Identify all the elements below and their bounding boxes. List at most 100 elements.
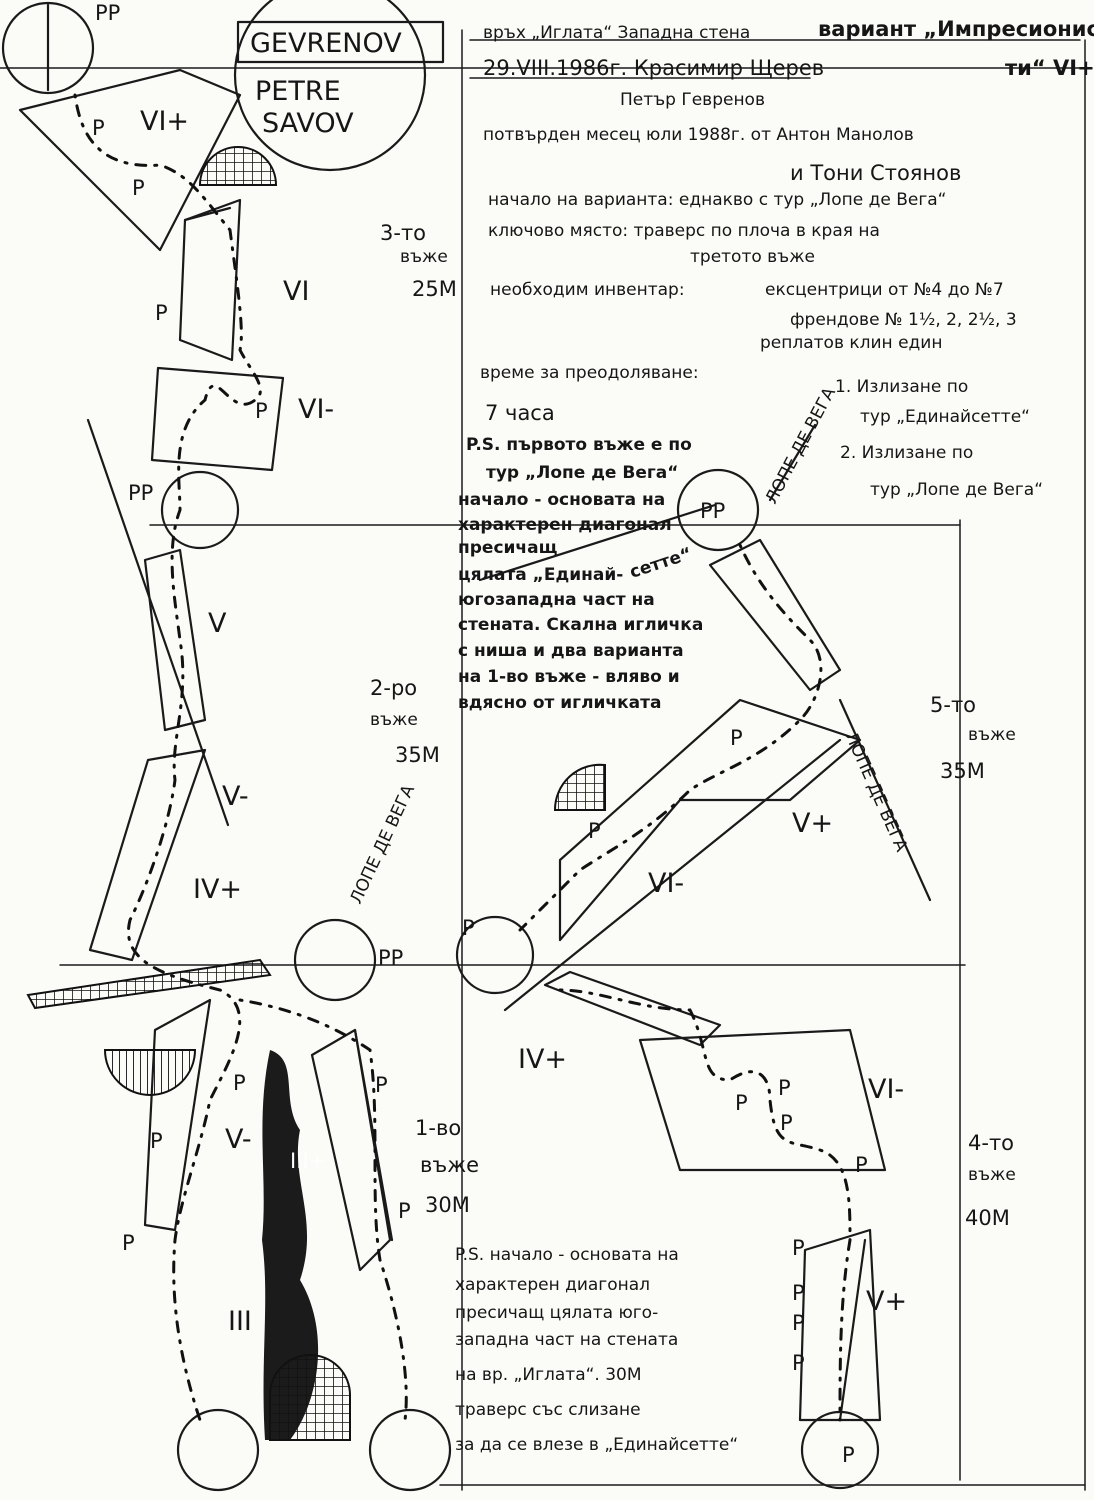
piton-marker: P [122,1231,135,1255]
gear-label: необходим инвентар: [490,280,685,300]
note-line: с ниша и два варианта [458,641,684,661]
grade-label: VI+ [140,106,189,137]
grade-label: VI- [648,868,684,899]
hatched-block-icon [198,146,278,186]
start-note: начало на варианта: еднакво с тур „Лопе … [488,190,946,210]
note-line: стената. Скална игличка [458,615,703,635]
grade-label: V [208,608,227,639]
gear-item: реплатов клин един [760,333,942,353]
peak-title: връх „Иглата“ Западна стена [483,23,750,43]
route-label: ЛОПЕ ДЕ ВЕГА [346,781,419,907]
variant-title: вариант „Импресионис [818,17,1094,41]
piton-marker: P [792,1281,805,1305]
key-section-note-2: третото въже [690,247,815,267]
piton-marker: P [255,399,268,423]
grade-label: IV+ [193,874,242,905]
note-line: югозападна част на [458,590,655,610]
belay-label: PP [128,481,153,505]
logo-text-petre: PETRE [255,76,341,107]
first-ascent-date: 29.VIII.1986г. Красимир Щерев [483,56,824,80]
exit-option: 1. Излизане по [835,377,968,397]
piton-marker: P [730,726,743,750]
pitch-word: въже [370,710,418,730]
pitch-length: 40М [965,1206,1010,1230]
note-line: за да се влезе в „Единайсетте“ [455,1435,738,1455]
belay-label: PP [700,499,725,523]
piton-marker: P [792,1311,805,1335]
route-label: ЛОПЕ ДЕ ВЕГА [762,384,840,508]
pitch-length: 25М [412,277,457,301]
pitch-word: въже [400,247,448,267]
grade-label: III+ [290,1149,326,1173]
route-line [73,93,852,1422]
dark-chimney [262,1050,319,1440]
note-line: P.S. първото въже е по [466,435,692,455]
gear-item: френдове № 1½, 2, 2½, 3 [790,310,1017,330]
arrow-line [768,423,817,502]
belay-label: PP [95,1,120,25]
piton-marker: P [792,1351,805,1375]
grade-label: VI [283,276,309,307]
pitch-number: 5-то [930,693,976,717]
pitch-number: 4-то [968,1131,1014,1155]
piton-marker: P [780,1111,793,1135]
note-line: характерен диагонал [455,1275,650,1295]
note-line: сетте“ [627,544,694,583]
note-line: цялата „Единай- [458,565,623,585]
pitch-length: 30М [425,1193,470,1217]
piton-marker: P [588,819,601,843]
confirmed-by: потвърден месец юли 1988г. от Антон Мано… [483,125,914,145]
grade-label: VI- [868,1074,904,1105]
ps-note-start: P.S. начало - основата на характерен диа… [455,1245,738,1455]
grade-label: V- [225,1124,252,1155]
note-line: на вр. „Иглата“. 30М [455,1365,642,1385]
traverse-ledge-hatched [26,958,272,1010]
piton-marker: P [150,1129,163,1153]
ps-note-first-pitch: P.S. първото въже е по тур „Лопе де Вега… [458,435,703,713]
belay-label: PP [378,946,403,970]
grade-label: V+ [866,1286,907,1317]
author-stamp-logo: GEVRENOV PETRE SAVOV [233,0,445,172]
grade-label: IV+ [518,1044,567,1075]
hatched-block-icon [553,763,606,811]
note-line: тур „Лопе де Вега“ [486,463,678,483]
belay-stations [1,1,880,1492]
piton-marker: P [92,116,105,140]
note-line: характерен диагонал [458,515,672,535]
grade-label: III [228,1306,252,1337]
note-line: пресичащ [458,538,558,558]
time-value: 7 часа [485,401,555,425]
logo-text-gevrenov: GEVRENOV [250,28,402,59]
rock-features [18,68,887,1422]
pitch-number: 3-то [380,221,426,245]
time-label: време за преодоляване: [480,363,699,383]
logo-text-savov: SAVOV [262,108,354,139]
piton-marker: P [855,1153,868,1177]
exit-option: тур „Лопе де Вега“ [870,480,1043,500]
hatched-block-icon [269,1354,351,1441]
note-line: пресичащ цялата юго- [455,1303,658,1323]
difficulty-grades: VI+ VI VI- V V- IV+ VI- V+ IV+ VI- V- II… [140,106,907,1337]
piton-marker: P [735,1091,748,1115]
grade-label: V+ [792,808,833,839]
gear-item: ексцентрици от №4 до №7 [765,280,1004,300]
author-name: Петър Гевренов [620,90,765,110]
pitch-length: 35М [940,759,985,783]
route-description: връх „Иглата“ Западна стена вариант „Имп… [480,17,1094,500]
key-section-note: ключово място: траверс по плоча в края н… [488,221,880,241]
pitch-word: въже [968,725,1016,745]
note-line: на 1-во въже - вляво и [458,667,680,687]
piton-markers: P P P P P P P P P P P P P P P P P P P P … [92,116,868,1467]
note-line: траверс със слизане [455,1400,641,1420]
piton-marker: P [132,176,145,200]
grade-label: V- [222,781,249,812]
pitch-length: 35М [395,743,440,767]
confirmed-by-2: и Тони Стоянов [790,161,961,185]
pitch-number: 2-ро [370,676,417,700]
note-line: западна част на стената [455,1330,678,1350]
arrow-line [838,698,932,902]
exit-option: 2. Излизане по [840,443,973,463]
piton-marker: P [778,1076,791,1100]
pitch-number: 1-во [415,1116,461,1140]
